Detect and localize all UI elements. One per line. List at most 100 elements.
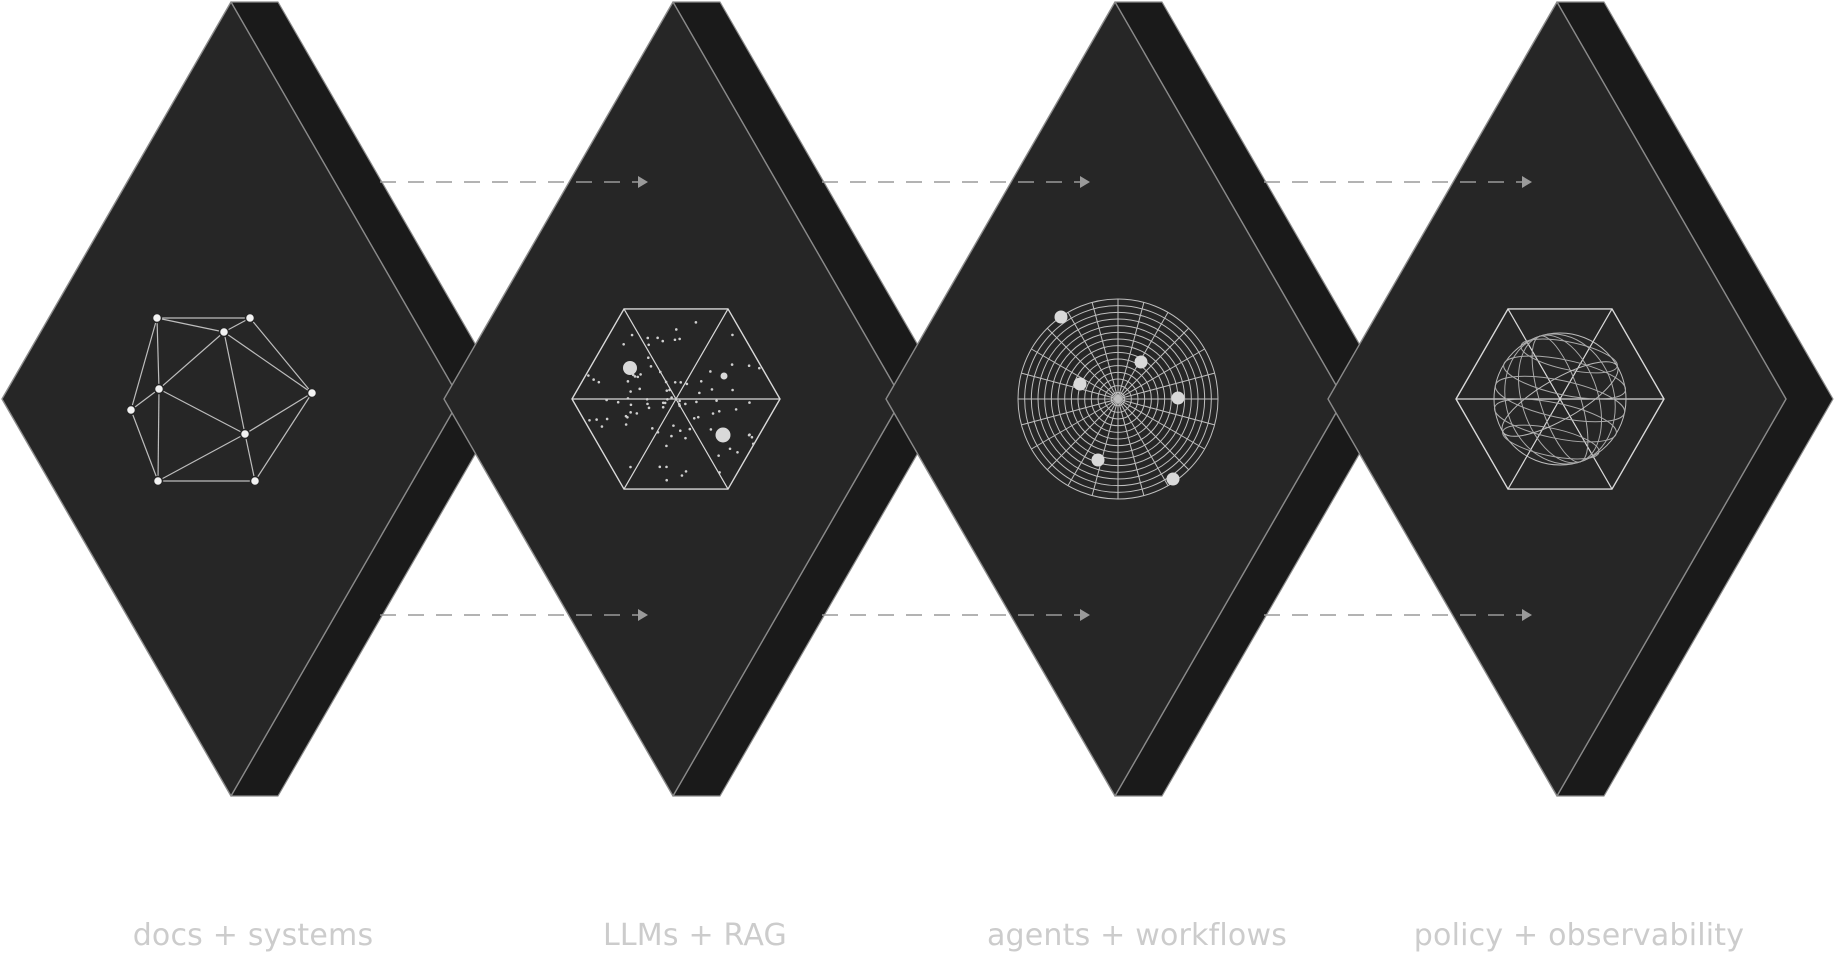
stage-label-agents: agents + workflows	[986, 918, 1288, 953]
panels-layer	[1, 1, 1834, 797]
embedding-point	[695, 400, 698, 404]
agent-node	[1166, 472, 1180, 486]
embedding-point	[661, 405, 665, 409]
network-edge	[223, 331, 313, 394]
hexagon-spoke	[675, 308, 729, 400]
network-edge	[223, 331, 246, 435]
embedding-point	[685, 382, 689, 386]
embedding-point	[616, 400, 620, 404]
polar-spoke	[1117, 348, 1205, 400]
embedding-point	[630, 333, 634, 337]
network-node	[249, 475, 261, 487]
embedding-point	[595, 418, 598, 421]
embedding-point	[665, 444, 668, 448]
network-edge	[158, 331, 225, 390]
embedding-point	[692, 416, 696, 420]
agent-node	[1054, 310, 1068, 324]
embedding-point	[646, 402, 649, 406]
embedding-point	[626, 397, 630, 400]
hexagon-spoke	[1507, 398, 1561, 490]
polar-spoke	[1117, 312, 1169, 400]
panel-face	[1, 1, 461, 797]
embedding-point	[717, 409, 721, 413]
embedding-point	[647, 406, 651, 410]
embedding-point	[661, 401, 665, 405]
embedding-point	[731, 333, 734, 337]
embedding-point	[638, 387, 642, 391]
polar-spoke	[1117, 398, 1169, 486]
embedding-point	[698, 391, 701, 395]
hexagon-spoke	[1507, 308, 1561, 400]
globe-orbit	[1501, 361, 1619, 437]
embedding-point	[696, 415, 700, 419]
network-edge	[157, 433, 246, 482]
embedding-point	[658, 370, 662, 374]
embedding-point	[665, 465, 668, 469]
arrow-head-icon	[638, 609, 648, 621]
embedding-point	[605, 398, 608, 402]
network-node	[125, 404, 137, 416]
embedding-point	[635, 412, 639, 415]
embedding-point	[658, 465, 662, 469]
network-edge	[249, 317, 313, 394]
embedding-point	[629, 390, 632, 393]
embedding-point	[663, 401, 667, 405]
stage-panel-docs	[1, 1, 508, 797]
agent-node	[1134, 355, 1148, 369]
embedding-point	[587, 374, 590, 377]
wireframe-globe-icon	[1455, 308, 1665, 490]
embedding-point	[651, 427, 654, 430]
network-edge	[254, 392, 313, 482]
network-edge	[244, 392, 313, 435]
embedding-point	[665, 389, 669, 392]
embedding-point	[649, 365, 653, 368]
stage-label-policy: policy + observability	[1413, 918, 1745, 953]
embedding-point	[715, 399, 718, 402]
network-edge	[130, 388, 160, 411]
embedding-point	[633, 375, 637, 378]
embedding-point	[624, 423, 628, 426]
embedding-point	[677, 403, 681, 406]
embedding-point	[730, 363, 734, 366]
embedding-point	[645, 397, 649, 401]
globe-meridian	[1504, 333, 1616, 465]
embedding-point	[679, 381, 683, 384]
embedding-point	[711, 412, 715, 415]
agent-node	[1091, 453, 1105, 467]
embedding-point	[670, 396, 673, 399]
stage-panel-llms	[443, 1, 950, 797]
network-node	[244, 312, 256, 324]
polar-spoke	[1117, 372, 1215, 400]
embedding-point	[684, 470, 688, 473]
embedding-point	[694, 321, 698, 324]
embedding-point	[597, 380, 601, 384]
polar-spoke	[1117, 302, 1145, 400]
embedding-point	[678, 337, 681, 341]
network-edge	[157, 388, 160, 482]
embedding-point	[673, 338, 677, 342]
hexagon-spoke	[623, 308, 677, 400]
arrow-head-icon	[1080, 609, 1090, 621]
embedding-point	[668, 388, 671, 392]
polar-spoke	[1117, 398, 1215, 426]
embedding-point	[605, 417, 609, 421]
embedding-point	[629, 465, 632, 469]
embedding-point	[629, 411, 632, 414]
embedding-point	[622, 342, 625, 346]
embedding-point	[688, 427, 692, 431]
globe-parallel	[1494, 375, 1626, 423]
network-edge	[130, 409, 159, 482]
embedding-point	[636, 375, 640, 379]
embedding-point	[684, 402, 687, 406]
embedding-point	[718, 471, 721, 474]
polar-spoke	[1117, 398, 1205, 450]
agent-node	[1171, 391, 1185, 405]
embedding-point	[670, 434, 673, 438]
embedding-point	[680, 474, 684, 477]
polar-spoke	[1021, 372, 1119, 400]
globe-parallel	[1493, 398, 1617, 443]
embedding-point	[588, 418, 591, 422]
polar-spoke	[1091, 398, 1119, 496]
embedding-point	[709, 428, 713, 431]
